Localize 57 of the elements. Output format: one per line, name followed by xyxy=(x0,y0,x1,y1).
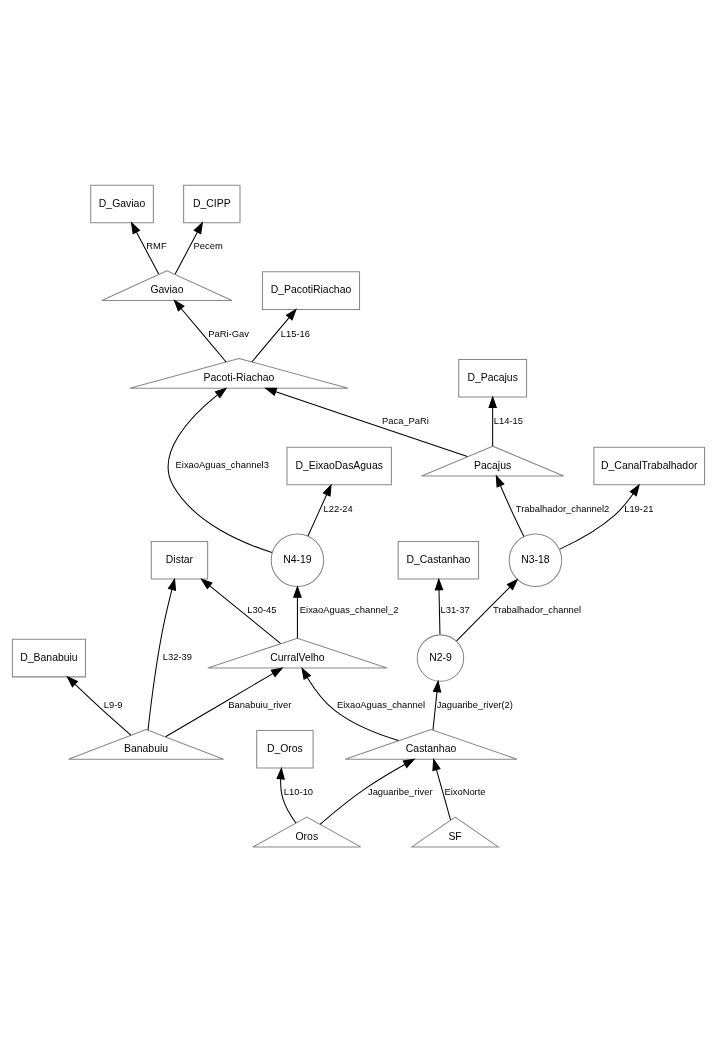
arrow xyxy=(251,307,297,362)
arrow xyxy=(264,387,468,457)
node-box: D_Oros xyxy=(256,729,314,769)
node-box: D_Pacajus xyxy=(458,358,528,398)
edge-label: Pecem xyxy=(193,239,223,251)
arrow xyxy=(130,220,160,275)
node-box: D_CanalTrabalhador xyxy=(593,446,706,485)
arrow xyxy=(456,578,519,641)
edge-label: Trabalhador_channel2 xyxy=(515,502,610,514)
edge-label: EixaoAguas_channel_2 xyxy=(299,603,399,615)
node-box: D_PacotiRiachao xyxy=(261,270,361,310)
arrow xyxy=(165,666,284,737)
edge-label: L19-21 xyxy=(624,502,654,514)
node-circle: N4-19 xyxy=(270,533,325,587)
arrow xyxy=(293,584,302,639)
arrow xyxy=(432,757,452,820)
arrow xyxy=(307,483,332,536)
edge-label: L32-39 xyxy=(162,650,192,662)
edge-label: Trabalhador_channel xyxy=(492,603,582,615)
arrow xyxy=(488,395,498,446)
arrow xyxy=(432,679,442,730)
edge-label: RMF xyxy=(146,239,167,251)
arrow xyxy=(301,666,399,741)
edge-label: L30-45 xyxy=(247,603,277,615)
edge-label: L9-9 xyxy=(103,698,123,710)
node-box: D_Castanhao xyxy=(397,540,480,580)
arrow xyxy=(147,577,177,731)
arrow xyxy=(167,386,273,553)
arrow xyxy=(276,766,297,823)
arrow xyxy=(559,483,640,550)
arrow xyxy=(434,577,444,635)
edge-label: EixaoAguas_channel3 xyxy=(175,458,269,470)
node-box: D_Banabuiu xyxy=(11,638,86,677)
node-box: D_Gaviao xyxy=(90,184,154,223)
edge-label: Banabuiu_river xyxy=(228,698,292,710)
arrow xyxy=(495,474,525,537)
node-circle: N2-9 xyxy=(416,633,465,682)
edge-label: L15-16 xyxy=(280,327,310,339)
edge-label: Paca_PaRi xyxy=(382,414,429,426)
node-box: Distar xyxy=(150,540,209,580)
arrow xyxy=(319,757,416,825)
edge-label: L10-10 xyxy=(283,785,314,797)
edge-label: L14-15 xyxy=(493,414,523,426)
arrow xyxy=(200,577,282,644)
edge-label: EixaoAguas_channel xyxy=(336,698,425,710)
edge-label: Jaguaribe_river xyxy=(367,785,433,797)
node-box: D_CIPP xyxy=(183,184,241,223)
arrow xyxy=(173,298,227,362)
arrow xyxy=(174,220,204,275)
edge-label: EixoNorte xyxy=(444,785,486,797)
arrow xyxy=(66,675,132,736)
edge-label: L22-24 xyxy=(323,502,353,514)
node-box: D_EixaoDasAguas xyxy=(286,446,392,485)
edge-label: L31-37 xyxy=(440,603,470,615)
node-circle: N3-18 xyxy=(508,533,563,587)
edge-label: Jaguaribe_river(2) xyxy=(436,698,513,710)
edge-label: PaRi-Gav xyxy=(208,327,249,339)
